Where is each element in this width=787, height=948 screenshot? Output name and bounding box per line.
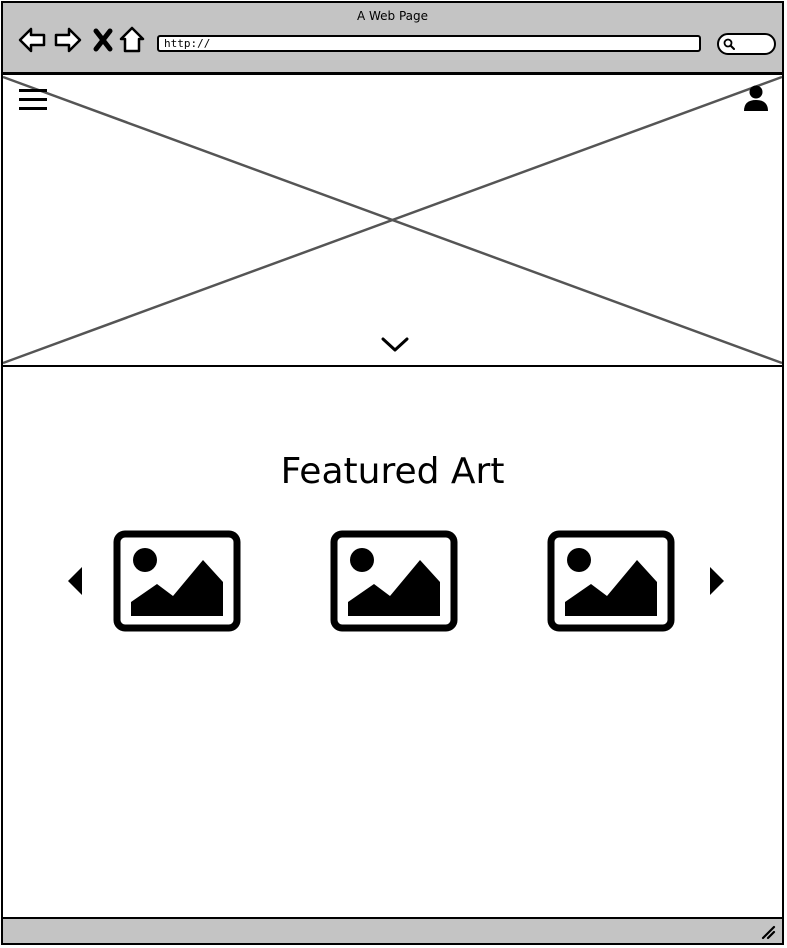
forward-arrow-icon[interactable] (53, 25, 83, 55)
carousel-item[interactable] (113, 530, 241, 632)
hamburger-menu-icon[interactable] (19, 87, 49, 113)
carousel-item[interactable] (547, 530, 675, 632)
resize-grip-icon[interactable] (760, 924, 776, 940)
caret-left-icon[interactable] (65, 565, 85, 597)
image-placeholder-icon (547, 530, 675, 632)
carousel-item[interactable] (330, 530, 458, 632)
url-input[interactable]: http:// (157, 35, 701, 52)
image-placeholder-cross (3, 75, 782, 365)
browser-toolbar: A Web Page http:// (3, 3, 782, 75)
caret-right-icon[interactable] (707, 565, 727, 597)
chevron-down-icon[interactable] (379, 333, 411, 355)
home-icon[interactable] (119, 25, 145, 55)
search-field[interactable] (717, 33, 776, 55)
window-title: A Web Page (356, 9, 429, 23)
close-icon[interactable] (91, 25, 115, 55)
search-icon (723, 38, 735, 50)
image-placeholder-icon (113, 530, 241, 632)
hero-image-placeholder (3, 75, 782, 367)
status-bar (3, 917, 782, 943)
user-icon[interactable] (741, 83, 771, 113)
back-arrow-icon[interactable] (17, 25, 47, 55)
section-title: Featured Art (280, 451, 505, 492)
image-placeholder-icon (330, 530, 458, 632)
